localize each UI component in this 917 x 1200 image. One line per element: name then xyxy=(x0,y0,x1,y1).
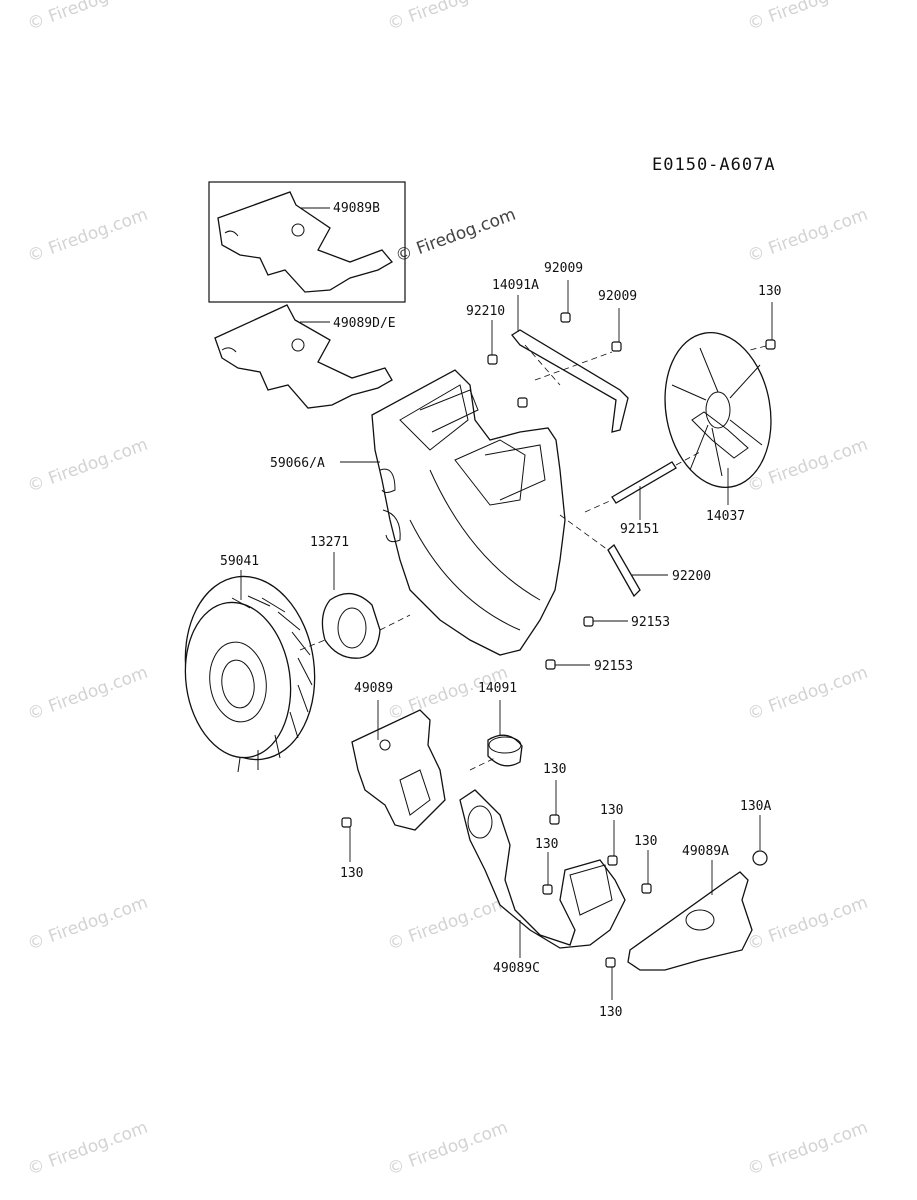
label-14091: 14091 xyxy=(478,681,517,696)
bolt-92009a xyxy=(560,280,571,323)
bolt-92153a xyxy=(583,616,628,627)
bolt-130-top xyxy=(741,302,776,353)
nut-92210 xyxy=(487,320,498,365)
label-130a: 130 xyxy=(543,762,566,777)
watermark-text: © Firedog.com xyxy=(745,663,871,725)
inset-box-49089B xyxy=(208,181,406,303)
label-49089C: 49089C xyxy=(493,961,540,976)
part-13271-plate xyxy=(299,552,411,659)
bolt-130-bottom xyxy=(605,957,616,1000)
diagram-code: E0150-A607A xyxy=(652,155,776,175)
watermark-text: © Firedog.com xyxy=(385,893,511,955)
watermark-text: © Firedog.com xyxy=(25,205,151,267)
part-49089-shroud xyxy=(351,700,446,831)
nut-extra xyxy=(517,397,528,408)
label-49089DE: 49089D/E xyxy=(333,316,396,331)
label-92153a: 92153 xyxy=(631,615,670,630)
label-49089A: 49089A xyxy=(682,844,729,859)
part-49089A-cover xyxy=(627,860,753,971)
watermark-text-dark: © Firedog.com xyxy=(393,205,519,267)
label-14091A: 14091A xyxy=(492,278,539,293)
label-130A: 130A xyxy=(740,799,771,814)
part-92151-pin xyxy=(584,451,701,520)
part-59066A-housing xyxy=(340,369,566,656)
part-labels: 49089B 49089D/E 14091A 92009 92009 92210… xyxy=(220,201,781,1020)
bolt-130c xyxy=(542,852,553,895)
watermark-text: © Firedog.com xyxy=(745,0,871,35)
label-130d: 130 xyxy=(634,834,657,849)
watermark-text: © Firedog.com xyxy=(385,0,511,35)
watermark-text: © Firedog.com xyxy=(25,1118,151,1180)
bolt-130d xyxy=(641,850,652,894)
watermark-text: © Firedog.com xyxy=(745,893,871,955)
part-14091-collar xyxy=(469,700,523,771)
label-13271: 13271 xyxy=(310,535,349,550)
label-92009b: 92009 xyxy=(598,289,637,304)
watermark-text: © Firedog.com xyxy=(745,1118,871,1180)
label-59041: 59041 xyxy=(220,554,259,569)
label-59066A: 59066/A xyxy=(270,456,325,471)
label-49089B: 49089B xyxy=(333,201,380,216)
label-130c: 130 xyxy=(535,837,558,852)
label-92210: 92210 xyxy=(466,304,505,319)
bolt-130a xyxy=(549,780,560,825)
part-14091A-bracket xyxy=(511,295,629,433)
label-130-bottom: 130 xyxy=(599,1005,622,1020)
watermark-text: © Firedog.com xyxy=(25,663,151,725)
bolt-92153b xyxy=(545,659,590,670)
watermark-text: © Firedog.com xyxy=(25,435,151,497)
watermark-text: © Firedog.com xyxy=(745,205,871,267)
part-92200-link xyxy=(559,514,668,598)
watermark-text: © Firedog.com xyxy=(25,0,151,35)
label-92151: 92151 xyxy=(620,522,659,537)
label-14037: 14037 xyxy=(706,509,745,524)
bolt-130-left xyxy=(341,817,352,862)
watermark-text: © Firedog.com xyxy=(385,1118,511,1180)
label-130-left: 130 xyxy=(340,866,363,881)
bolt-130A xyxy=(752,815,768,866)
part-49089DE xyxy=(214,304,393,409)
label-130-top: 130 xyxy=(758,284,781,299)
part-14037-screen xyxy=(664,332,772,505)
label-92009a: 92009 xyxy=(544,261,583,276)
part-49089C-cover xyxy=(459,789,626,958)
bolt-130b xyxy=(607,820,618,866)
label-92200: 92200 xyxy=(672,569,711,584)
bolt-92009b xyxy=(611,308,622,352)
label-49089: 49089 xyxy=(354,681,393,696)
label-92153b: 92153 xyxy=(594,659,633,674)
label-130b: 130 xyxy=(600,803,623,818)
part-59041-flywheel xyxy=(184,570,316,773)
watermark-text: © Firedog.com xyxy=(25,893,151,955)
